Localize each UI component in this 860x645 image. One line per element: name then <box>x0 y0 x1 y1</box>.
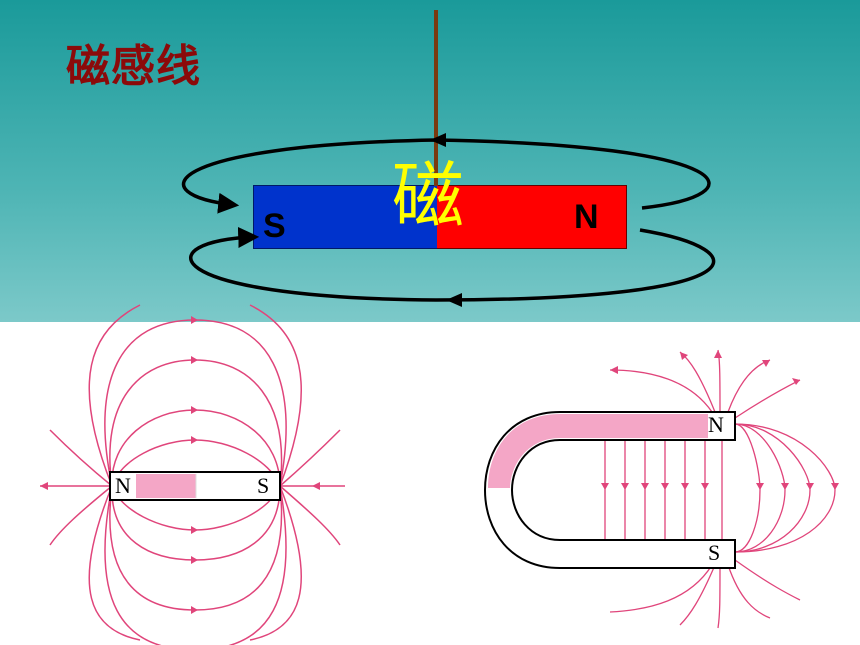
horseshoe-north-label: N <box>708 412 724 437</box>
bar-field-south-label: S <box>257 473 270 498</box>
magnet-south-label: S <box>263 207 286 245</box>
bar-magnet-north-shade <box>136 474 196 498</box>
horseshoe-south-label: S <box>708 540 721 565</box>
magnet-south-half <box>253 185 438 249</box>
magnet-center-char: 磁 <box>392 154 465 238</box>
horseshoe-magnet-body <box>483 411 736 569</box>
slide-title: 磁感线 <box>66 41 201 92</box>
lower-loop-arrowhead <box>446 293 462 307</box>
upper-loop-arrowhead <box>430 133 446 147</box>
top-panel <box>0 0 860 322</box>
bar-magnet-field-arrows <box>40 316 320 614</box>
horseshoe-north-shade <box>488 414 708 488</box>
magnet-north-half <box>437 185 627 249</box>
horseshoe-field-lines <box>604 349 836 629</box>
magnet-north-label: N <box>574 198 599 236</box>
lower-field-loop <box>189 226 716 302</box>
horseshoe-field-arrows <box>601 350 839 490</box>
bar-field-north-label: N <box>115 473 131 498</box>
